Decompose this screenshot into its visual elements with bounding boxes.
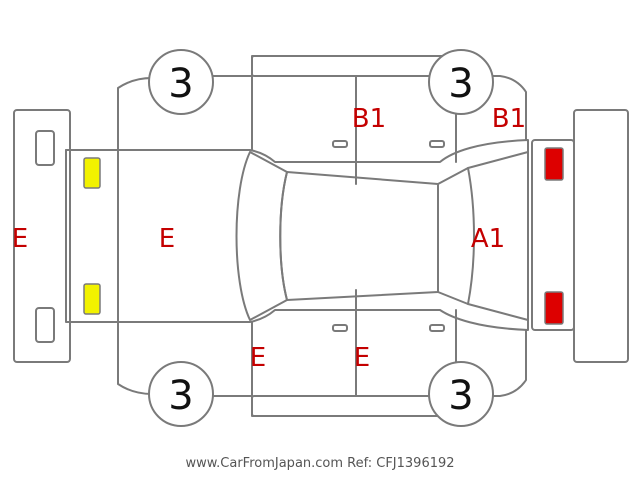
glass-and-roof — [235, 151, 529, 321]
damage-rear-left-door-label: E — [354, 343, 370, 373]
front-bumper-panel — [13, 109, 71, 363]
rear-bumper-panel — [531, 109, 629, 363]
damage-hood-label: E — [159, 224, 175, 254]
lamps — [83, 147, 564, 325]
damage-front-bumper-label: E — [12, 224, 28, 254]
damage-labels: E E B1 B1 A1 E E — [12, 104, 526, 373]
damage-roof-right-upper-label: B1 — [352, 104, 386, 134]
damage-rear-glass-label: A1 — [471, 224, 505, 254]
headlamp-left — [83, 157, 101, 189]
wheel-arches — [148, 49, 494, 427]
damage-rear-right-quarter-label: B1 — [492, 104, 526, 134]
taillamp-left — [544, 147, 564, 181]
damage-front-left-door-label: E — [250, 343, 266, 373]
tire-front-left-label: 3 — [168, 61, 193, 107]
tire-rear-left-label: 3 — [448, 61, 473, 107]
reference-footer: www.CarFromJapan.com Ref: CFJ1396192 — [185, 456, 455, 471]
taillamp-right — [544, 291, 564, 325]
tire-front-right-label: 3 — [168, 373, 193, 419]
tire-rear-right-label: 3 — [448, 373, 473, 419]
tire-labels: 3 3 3 3 — [168, 61, 473, 419]
headlamp-right — [83, 283, 101, 315]
car-body-outline — [65, 139, 529, 331]
